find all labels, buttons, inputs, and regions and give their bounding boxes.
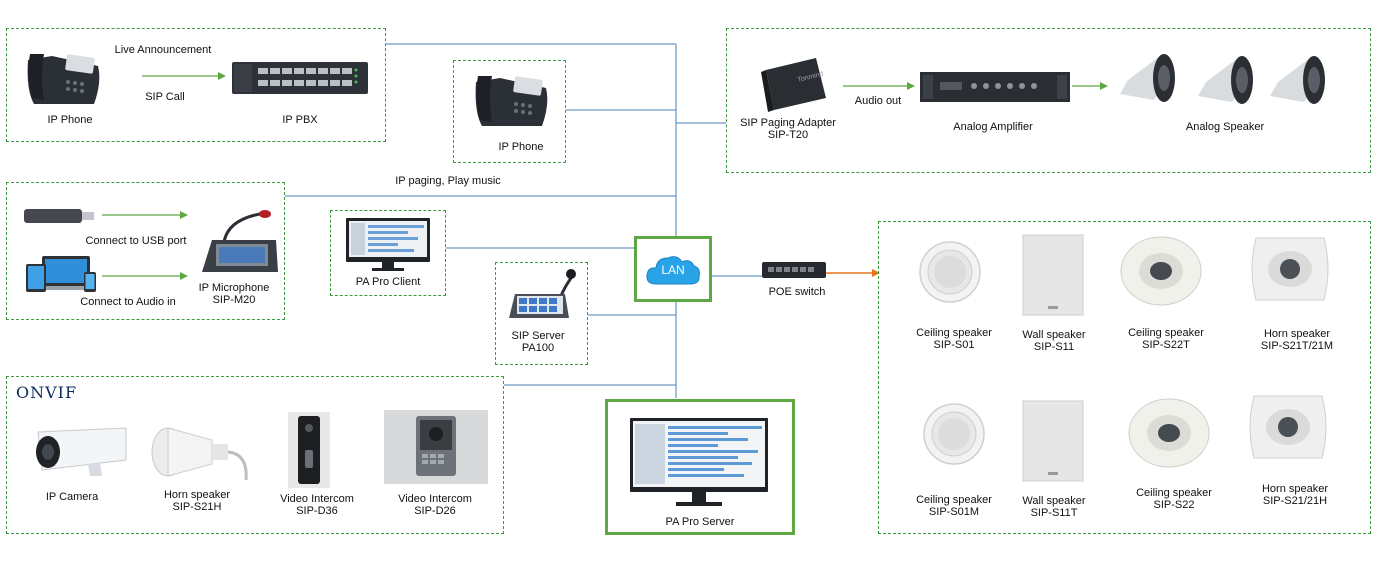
speaker-name: Wall speaker (1022, 329, 1086, 341)
ip-phone-group (453, 60, 566, 163)
onvif-device-name: Video Intercom (398, 493, 472, 505)
ip-paging-label: IP paging, Play music (395, 175, 501, 187)
poe-switch-label: POE switch (768, 286, 826, 298)
speaker-model: SIP-S01 (933, 339, 975, 351)
ceiling-speaker-icon (919, 241, 981, 303)
speaker-model: SIP-S21T/21M (1260, 340, 1334, 352)
pa-pro-client-label: PA Pro Client (355, 276, 421, 288)
lan-label: LAN (661, 263, 685, 277)
speaker-name: Wall speaker (1022, 495, 1086, 507)
live-announcement-label: Live Announcement (114, 44, 212, 56)
amplifier-label: Analog Amplifier (953, 121, 1033, 133)
live-ip-phone-label: IP Phone (47, 114, 93, 126)
microphone-group (6, 182, 285, 320)
horn-speaker-icon (1270, 56, 1325, 104)
wall-speaker-icon (1022, 400, 1084, 482)
usb-dongle-icon (24, 209, 94, 223)
speaker-label: Ceiling speaker SIP-S01M (906, 494, 1002, 518)
video-intercom-icon (384, 410, 488, 484)
speaker-model: SIP-S22 (1153, 499, 1195, 511)
speaker-model: SIP-S11T (1030, 507, 1078, 519)
cloud-icon (646, 256, 700, 285)
desk-phone-icon (475, 76, 548, 126)
analog-speaker-label: Analog Speaker (1185, 121, 1265, 133)
sip-call-label: SIP Call (145, 91, 185, 103)
speaker-label: Ceiling speaker SIP-S22 (1126, 487, 1222, 511)
horn-speaker-icon (1120, 54, 1175, 102)
desk-phone-icon (27, 54, 100, 104)
center-ip-phone-label: IP Phone (498, 141, 544, 153)
sip-server-group (495, 262, 588, 365)
horn-speaker-icon (1198, 56, 1253, 104)
monitor-icon (630, 418, 768, 506)
onvif-device-name: Horn speaker (163, 489, 231, 501)
onvif-logo: ONVIF (16, 383, 78, 402)
wall-speaker-icon (1022, 234, 1084, 316)
devices-icon (26, 256, 96, 292)
onvif-device-label: IP Camera (30, 491, 114, 503)
pbx-rack-icon (232, 62, 368, 94)
speaker-label: Horn speaker SIP-S21/21H (1242, 483, 1348, 507)
onvif-device-name: IP Camera (45, 491, 99, 503)
ip-mic-label: IP Microphone SIP-M20 (190, 282, 278, 306)
video-intercom-icon (288, 412, 330, 488)
usb-port-label: Connect to USB port (85, 235, 187, 247)
ceiling-speaker-icon (1128, 398, 1210, 468)
onvif-device-label: Horn speaker SIP-S21H (152, 489, 242, 513)
sip-server-label: SIP Server PA100 (495, 330, 581, 354)
speaker-label: Wall speaker SIP-S11T (1008, 495, 1100, 519)
onvif-device-model: SIP-D26 (414, 505, 456, 517)
audio-out-label: Audio out (854, 95, 902, 107)
ceiling-speaker-icon (1120, 236, 1202, 306)
speaker-name: Ceiling speaker (1136, 487, 1212, 499)
audio-in-label: Connect to Audio in (80, 296, 176, 308)
horn-speaker-icon (1251, 237, 1329, 301)
onvif-device-label: Video Intercom SIP-D26 (388, 493, 482, 517)
speaker-label: Wall speaker SIP-S11 (1008, 329, 1100, 353)
live-announcement-group (6, 28, 386, 142)
speaker-model: SIP-S22T (1142, 339, 1190, 351)
onvif-group (6, 376, 504, 534)
speaker-model: SIP-S11 (1033, 341, 1075, 353)
ip-pbx-label: IP PBX (282, 114, 318, 126)
speaker-label: Ceiling speaker SIP-S01 (906, 327, 1002, 351)
monitor-icon (346, 218, 430, 271)
onvif-device-name: Video Intercom (280, 493, 354, 505)
speaker-model: SIP-S01M (928, 506, 980, 518)
sip-server-model: PA100 (521, 342, 555, 354)
analog-horn-speakers-icon (1120, 54, 1325, 104)
ip-microphone-icon (202, 210, 278, 272)
pa-pro-server-group (605, 399, 795, 535)
ip-camera-icon (36, 427, 127, 476)
onvif-device-model: SIP-D36 (296, 505, 338, 517)
speakers-group (878, 221, 1371, 534)
speaker-label: Horn speaker SIP-S21T/21M (1244, 328, 1350, 352)
horn-speaker-icon (151, 427, 248, 481)
speaker-model: SIP-S21/21H (1262, 495, 1328, 507)
sip-server-icon (509, 269, 576, 318)
speaker-name: Horn speaker (1261, 483, 1329, 495)
poe-switch-icon (762, 262, 826, 278)
horn-speaker-icon (1249, 395, 1327, 459)
speaker-label: Ceiling speaker SIP-S22T (1118, 327, 1214, 351)
onvif-device-label: Video Intercom SIP-D36 (270, 493, 364, 517)
speaker-name: Ceiling speaker (1128, 327, 1204, 339)
paging-adapter-label: SIP Paging Adapter SIP-T20 (736, 117, 840, 141)
paging-adapter-icon: Tonmind (761, 58, 826, 112)
pa-pro-client-group (330, 210, 446, 296)
speaker-name: Ceiling speaker (916, 494, 992, 506)
onvif-device-model: SIP-S21H (172, 501, 222, 513)
paging-adapter-model: SIP-T20 (767, 129, 809, 141)
paging-adapter-name: SIP Paging Adapter (740, 117, 836, 129)
paging-adapter-group (726, 28, 1371, 173)
speaker-name: Ceiling speaker (916, 327, 992, 339)
ip-mic-name: IP Microphone (198, 282, 270, 294)
sip-server-name: SIP Server (511, 330, 565, 342)
pa-pro-server-label: PA Pro Server (665, 516, 735, 528)
speaker-name: Horn speaker (1263, 328, 1331, 340)
amplifier-icon (920, 72, 1070, 102)
ip-mic-model: SIP-M20 (212, 294, 256, 306)
ceiling-speaker-icon (923, 403, 985, 465)
